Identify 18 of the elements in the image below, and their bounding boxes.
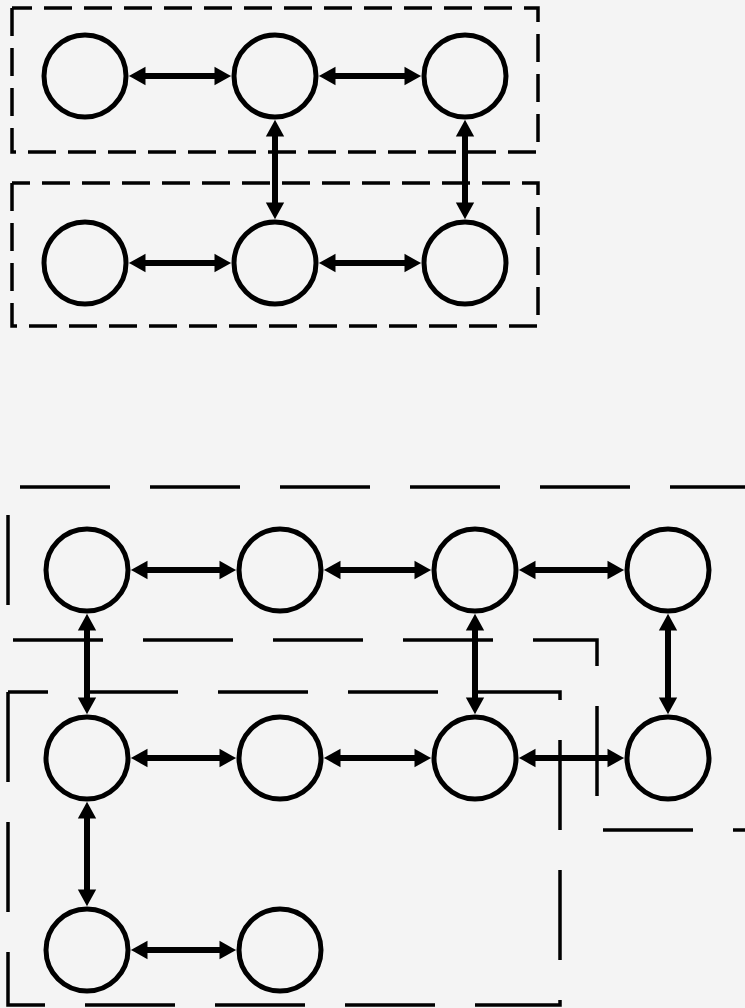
circle [236,714,324,802]
circle [41,32,129,120]
circle [43,906,131,994]
circle [431,526,519,614]
circle [231,219,319,307]
circle [236,526,324,614]
dashed-box [10,181,540,328]
circle [421,219,509,307]
circle [624,714,712,802]
circle [43,714,131,802]
circle [431,714,519,802]
circle [624,526,712,614]
circle [236,906,324,994]
dashed-box [10,6,540,154]
circle [41,219,129,307]
circle [421,32,509,120]
circle [43,526,131,614]
circle [231,32,319,120]
